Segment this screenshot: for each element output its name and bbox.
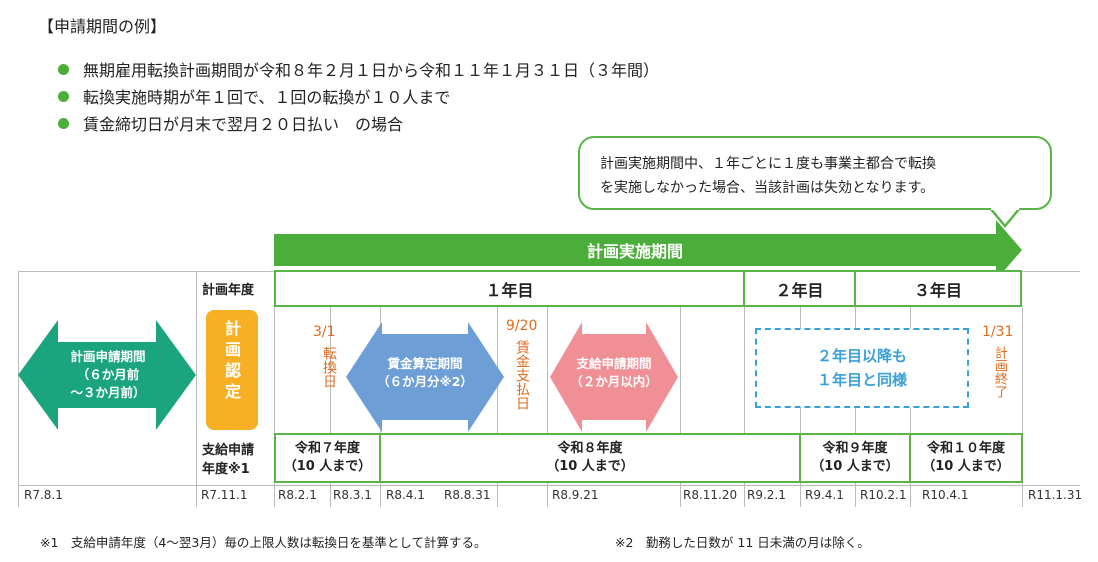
date-label: R8.2.1 [278,488,317,502]
plan-year-3: ３年目 [854,270,1022,307]
grid-line [547,307,548,507]
grid-line [196,271,197,507]
application-period-sub: （６か月前 [76,367,140,382]
same-as-first-box [755,328,969,408]
wage-period-sub: （６か月分※2） [377,374,473,389]
fiscal-year-limit: （10 人まで） [811,459,899,474]
grid-line [330,307,331,507]
date-label: R7.8.1 [24,488,63,502]
grid-line [18,271,19,507]
fiscal-year-r7: 令和７年度 （10 人まで） [274,433,381,483]
date-label: R8.9.21 [552,488,599,502]
fiscal-year-limit: （10 人まで） [922,459,1010,474]
date-label: R8.3.1 [333,488,372,502]
footnote-1: ※1 支給申請年度（4～翌3月）毎の上限人数は転換日を基準として計算する。 [40,535,487,550]
same-as-first-line: ２年目以降も [816,347,907,365]
callout-line: を実施しなかった場合、当該計画は失効となります。 [600,180,935,196]
application-period-title: 計画申請期間 [70,349,146,364]
date-label: R7.11.1 [201,488,248,502]
fiscal-year-limit: （10 人まで） [283,459,372,474]
application-period-text: 計画申請期間 （６か月前 ～３か月前） [40,348,176,402]
bullet-text: 無期雇用転換計画期間が令和８年２月１日から令和１１年１月３１日（３年間） [83,61,660,80]
conversion-date-label: 転換日 [321,346,337,388]
callout-box [578,136,1052,210]
plan-year-1: １年目 [274,270,745,307]
fiscal-year-name: 令和８年度 [557,441,623,456]
same-as-first-text: ２年目以降も １年目と同様 [755,344,969,392]
plan-year-label: 計画年度 [202,283,255,298]
bullet-item: 賃金締切日が月末で翌月２０日払い の場合 [58,111,403,135]
grid-line [1022,307,1023,507]
callout-text: 計画実施期間中、１年ごとに１度も事業主都合で転換 を実施しなかった場合、当該計画… [600,152,1040,200]
plan-year-2: ２年目 [743,270,856,307]
conversion-date: 3/1 [313,324,336,340]
bullet-item: 無期雇用転換計画期間が令和８年２月１日から令和１１年１月３１日（３年間） [58,57,659,81]
bullet-dot-icon [58,63,69,75]
fiscal-year-name: 令和７年度 [294,441,360,456]
support-period-sub: （２か月以内） [570,374,658,389]
plan-end-label: 計画終了 [992,346,1007,398]
support-period-text: 支給申請期間 （２か月以内） [566,355,662,391]
date-label: R8.4.1 [386,488,425,502]
bullet-text: 転換実施時期が年１回で、１回の転換が１０人まで [83,88,451,107]
fiscal-year-name: 令和１０年度 [926,441,1005,456]
support-year-label: 年度※1 [202,462,250,477]
date-label: R9.2.1 [747,488,786,502]
plan-end-date: 1/31 [982,324,1014,340]
application-period-sub: ～３か月前） [70,385,146,400]
same-as-first-line: １年目と同様 [816,371,907,389]
bullet-dot-icon [58,117,69,129]
grid-line [18,485,1080,486]
grid-line [274,307,275,507]
wage-payday-label: 賃金支払日 [514,340,530,410]
plan-period-arrow [274,220,1022,280]
plan-approval-label: 計画認定 [222,320,241,404]
wage-period-text: 賃金算定期間 （６か月分※2） [372,355,478,391]
wage-period-title: 賃金算定期間 [387,356,463,371]
date-label: R8.8.31 [444,488,491,502]
wage-period-arrow [346,322,504,432]
fiscal-year-r8: 令和８年度 （10 人まで） [379,433,801,483]
support-period-title: 支給申請期間 [576,356,652,371]
grid-line [497,307,498,507]
support-year-label: 支給申請 [202,443,255,458]
section-heading: 【申請期間の例】 [38,17,167,36]
date-label: R11.1.31 [1028,488,1083,502]
grid-line [680,307,681,507]
date-label: R8.11.20 [683,488,738,502]
fiscal-year-name: 令和９年度 [822,441,888,456]
grid-line [744,307,745,507]
fiscal-year-r9: 令和９年度 （10 人まで） [799,433,911,483]
wage-payday-date: 9/20 [506,318,538,334]
fiscal-year-limit: （10 人まで） [546,459,634,474]
date-label: R10.2.1 [860,488,907,502]
date-label: R10.4.1 [922,488,969,502]
plan-period-label: 計画実施期間 [586,242,683,261]
date-label: R9.4.1 [805,488,844,502]
bullet-dot-icon [58,90,69,102]
bullet-text: 賃金締切日が月末で翌月２０日払い の場合 [83,115,404,134]
application-period-arrow [18,320,196,430]
fiscal-year-r10: 令和１０年度 （10 人まで） [909,433,1023,483]
bullet-item: 転換実施時期が年１回で、１回の転換が１０人まで [58,84,450,108]
plan-approval-box [206,310,258,430]
support-period-arrow [550,322,678,432]
callout-line: 計画実施期間中、１年ごとに１度も事業主都合で転換 [600,156,936,172]
footnote-2: ※2 勤務した日数が 11 日未満の月は除く。 [615,535,870,550]
